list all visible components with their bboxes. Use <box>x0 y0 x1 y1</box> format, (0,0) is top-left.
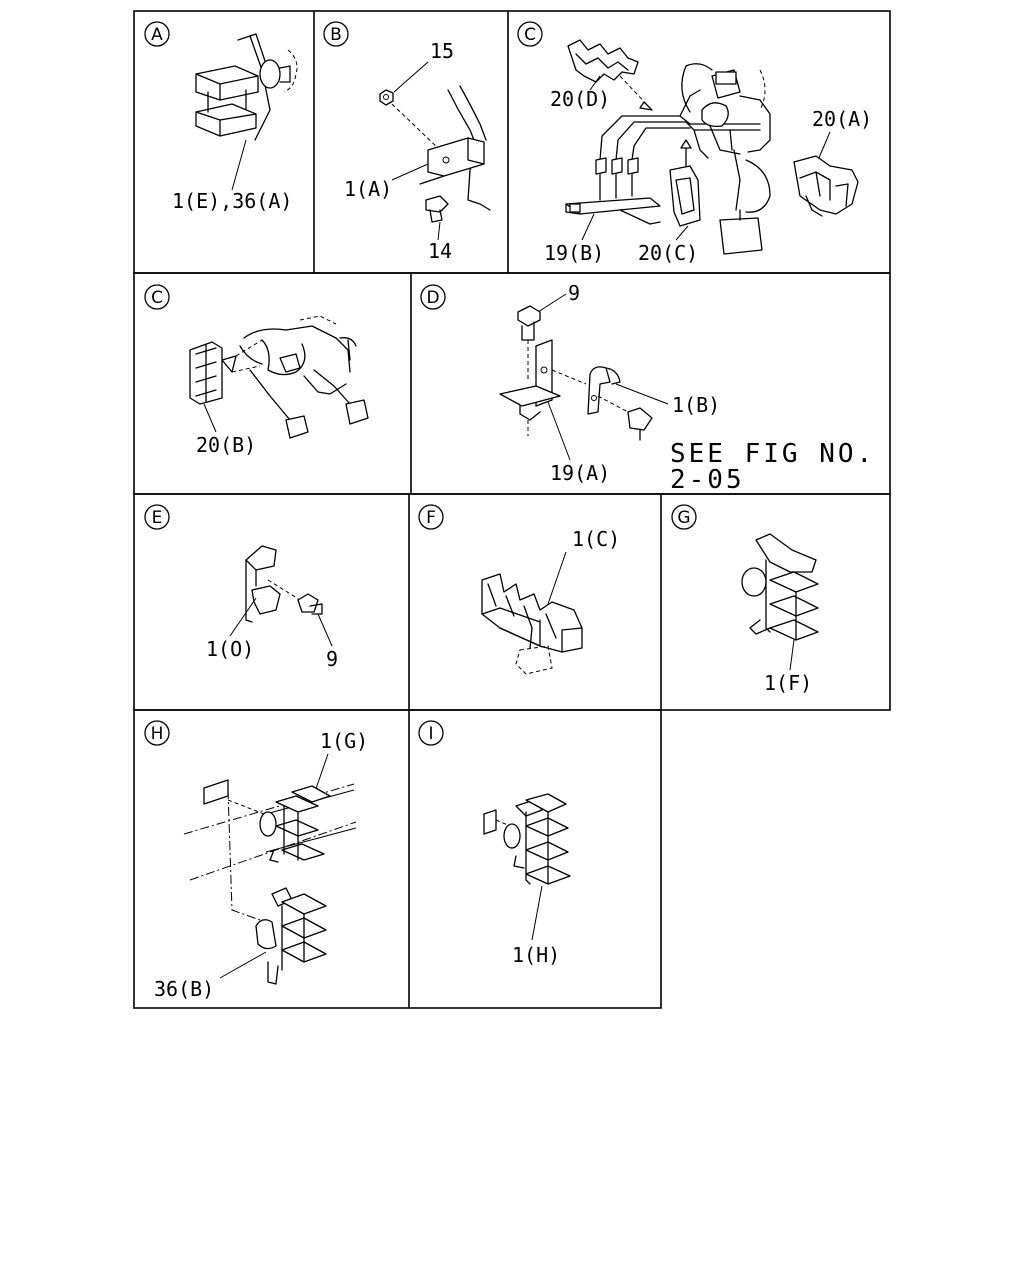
clip-1h-drawing <box>483 793 571 885</box>
panel-h: H 1(G) 36(B) <box>144 720 368 1001</box>
panel-e: E 1(O) 9 <box>144 504 338 671</box>
svg-text:G: G <box>677 508 690 528</box>
label-1e-36a: 1(E),36(A) <box>172 189 292 213</box>
pedal-assembly-drawing <box>239 315 369 439</box>
bolt-14-drawing <box>425 195 449 223</box>
bolt-9-drawing <box>517 305 541 341</box>
label-1a: 1(A) <box>344 177 392 201</box>
bracket-19a-drawing <box>499 339 561 421</box>
clip-1b-drawing <box>587 366 621 415</box>
panel-b: B 15 1(A) 14 <box>323 21 491 263</box>
label-1g: 1(G) <box>320 729 368 753</box>
label-1o: 1(O) <box>206 637 254 661</box>
panel-e-marker: E <box>144 504 170 530</box>
label-15: 15 <box>430 39 454 63</box>
svg-text:H: H <box>151 724 164 744</box>
panel-d: D 9 1(B) SEE FIG NO. 2-05 19(A) <box>420 281 875 495</box>
panel-c-top-marker: C <box>517 21 543 47</box>
leader-1a <box>391 163 429 181</box>
label-20d: 20(D) <box>550 87 610 111</box>
leader-20a <box>817 131 831 161</box>
svg-text:I: I <box>428 724 433 744</box>
svg-text:D: D <box>426 288 439 308</box>
leader-19b <box>581 213 595 241</box>
panel-c-mid: C 20(B) <box>144 284 369 457</box>
leader-1e <box>231 139 247 191</box>
clip-36b-drawing <box>255 887 327 985</box>
leader-36b <box>219 951 267 979</box>
clip-1g-drawing <box>259 785 331 863</box>
svg-text:E: E <box>152 508 163 528</box>
label-1h: 1(H) <box>512 943 560 967</box>
panel-h-marker: H <box>144 720 170 746</box>
label-20c: 20(C) <box>638 241 698 265</box>
label-19b: 19(B) <box>544 241 604 265</box>
see-fig-text: SEE FIG NO. <box>670 439 875 469</box>
panel-g: G 1(F) <box>671 504 819 695</box>
clip-20a-drawing <box>793 155 859 217</box>
clip-1o-drawing <box>245 545 281 623</box>
clip-1c-drawing <box>481 573 583 653</box>
panel-d-marker: D <box>420 284 446 310</box>
label-19a: 19(A) <box>550 461 610 485</box>
panel-f: F 1(C) <box>418 504 620 675</box>
panel-i-marker: I <box>418 720 444 746</box>
label-20b: 20(B) <box>196 433 256 457</box>
panel-frames <box>133 10 891 1009</box>
leader-1f <box>789 639 795 671</box>
nut-drawing <box>379 89 394 106</box>
leader-20b <box>203 403 217 433</box>
label-14: 14 <box>428 239 452 263</box>
leader-19a <box>547 401 571 461</box>
leader-9 <box>537 293 567 313</box>
leader-1b <box>615 383 669 405</box>
label-1b: 1(B) <box>672 393 720 417</box>
bolt-e-drawing <box>297 593 323 615</box>
label-36b: 36(B) <box>154 977 214 1001</box>
bracket-1a-drawing <box>419 85 491 211</box>
label-20a: 20(A) <box>812 107 872 131</box>
label-1c: 1(C) <box>572 527 620 551</box>
panel-a-marker: A <box>144 21 170 47</box>
bolt-1b-drawing <box>627 407 653 441</box>
clip-20d-drawing <box>567 39 639 83</box>
label-9: 9 <box>568 281 580 305</box>
leader-1h <box>531 885 543 941</box>
label-1f: 1(F) <box>764 671 812 695</box>
panel-i: I 1(H) <box>418 720 571 967</box>
svg-text:F: F <box>426 508 436 528</box>
leader-20c <box>675 225 689 241</box>
clip-drawing-1e <box>195 33 298 141</box>
see-fig-number: 2-05 <box>670 465 745 495</box>
harness-drawing <box>599 63 771 255</box>
clip-20c-drawing <box>669 139 701 227</box>
panel-a: A 1(E),36(A) <box>144 21 298 213</box>
label-9-e: 9 <box>326 647 338 671</box>
leader-1c <box>547 551 567 605</box>
svg-text:B: B <box>330 25 342 45</box>
bracket-19b-drawing <box>565 197 661 225</box>
panel-c-mid-marker: C <box>144 284 170 310</box>
svg-text:C: C <box>151 288 163 308</box>
clip-1f-drawing <box>741 533 819 641</box>
leader-1o <box>229 597 257 637</box>
panel-b-marker: B <box>323 21 349 47</box>
svg-text:A: A <box>151 25 163 45</box>
panel-c-top: C 20(D) <box>517 21 872 265</box>
leader-15 <box>393 61 429 93</box>
leader-14 <box>437 221 441 241</box>
svg-text:C: C <box>524 25 536 45</box>
leader-9-e <box>317 613 333 647</box>
dash-line-b <box>391 103 441 151</box>
panel-f-marker: F <box>418 504 444 530</box>
harness-clips <box>595 157 639 201</box>
panel-g-marker: G <box>671 504 697 530</box>
leader-20d <box>589 75 601 91</box>
clip-20b-drawing <box>189 341 237 405</box>
